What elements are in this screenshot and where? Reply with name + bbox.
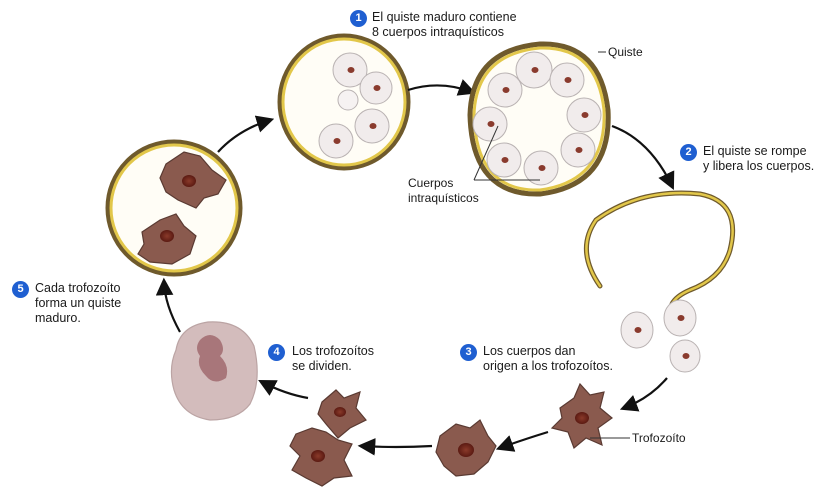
step-3-text: Los cuerpos dan origen a los trofozoítos… [483,344,613,374]
step-3-badge: 3 [460,344,477,361]
label-trofozoito: Trofozoíto [632,431,686,446]
label-cuerpos-intraquisticos: Cuerpos intraquísticos [408,176,479,206]
step-4-badge: 4 [268,344,285,361]
mature-cyst [280,36,408,168]
cyst-eight-bodies [470,44,608,194]
step-5-text: Cada trofozoíto forma un quiste maduro. [35,281,121,326]
ruptured-cyst [586,193,732,304]
step-4-text: Los trofozoítos se dividen. [292,344,374,374]
label-quiste: Quiste [608,45,643,60]
young-cyst [171,322,257,420]
step-2-text: El quiste se rompe y libera los cuerpos. [703,144,814,174]
step-2-badge: 2 [680,144,697,161]
step-5-badge: 5 [12,281,29,298]
cyst-with-trophozoites [108,142,240,274]
released-bodies [621,300,700,372]
step-1-badge: 1 [350,10,367,27]
trophozoites-dividing [290,390,366,486]
trophozoite-middle [436,420,496,476]
step-1-text: El quiste maduro contiene 8 cuerpos intr… [372,10,517,40]
